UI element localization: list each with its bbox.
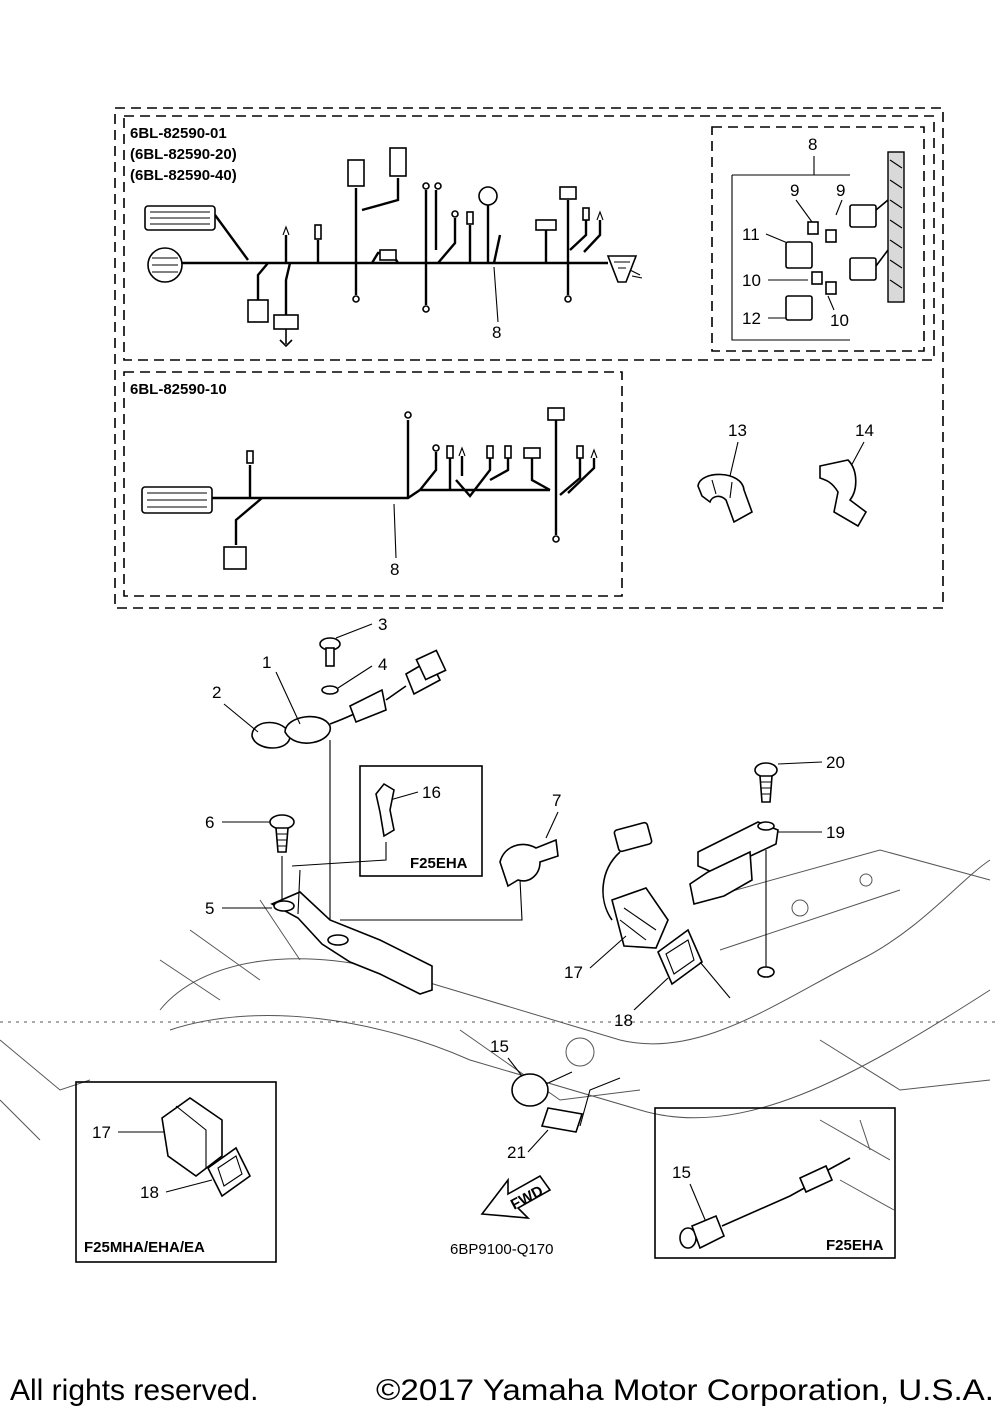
diagram-code: 6BP9100-Q170 bbox=[450, 1241, 553, 1258]
washer-4 bbox=[321, 685, 339, 695]
inset-f25eha-clip: 16 F25EHA bbox=[359, 765, 483, 877]
part-number-6bl-82590-01: 6BL-82590-01 bbox=[130, 125, 227, 142]
callout-15-main: 15 bbox=[490, 1037, 509, 1056]
connector-17 bbox=[602, 821, 669, 949]
callout-9-b: 9 bbox=[836, 181, 845, 200]
svg-text:13: 13 bbox=[728, 421, 747, 440]
inset-f25eha-switch: 15 F25EHA bbox=[654, 1107, 896, 1259]
bolt-20 bbox=[754, 762, 778, 803]
model-label-f25mha-eha-ea: F25MHA/EHA/EA bbox=[84, 1239, 205, 1256]
bracket-19 bbox=[689, 821, 779, 978]
inset-connector-detail: 8 9 9 11 10 12 10 bbox=[711, 126, 925, 352]
callout-20: 20 bbox=[826, 753, 845, 772]
clamp-13: 13 bbox=[697, 421, 753, 524]
part-number-6bl-82590-10: 6BL-82590-10 bbox=[130, 381, 227, 398]
grommet-18 bbox=[657, 928, 731, 999]
bracket-5 bbox=[270, 842, 433, 995]
callout-2: 2 bbox=[212, 683, 221, 702]
callout-19: 19 bbox=[826, 823, 845, 842]
footer-rights: All rights reserved. bbox=[10, 1374, 258, 1407]
callout-5: 5 bbox=[205, 899, 214, 918]
svg-text:14: 14 bbox=[855, 421, 874, 440]
fwd-arrow: FWD bbox=[480, 1174, 552, 1219]
clamp-14: 14 bbox=[819, 421, 874, 528]
callout-8-box-b: 8 bbox=[390, 560, 399, 579]
footer-copyright: ©2017 Yamaha Motor Corporation, U.S.A. bbox=[376, 1374, 994, 1407]
callout-10-b: 10 bbox=[830, 311, 849, 330]
callout-18-main: 18 bbox=[614, 1011, 633, 1030]
callout-8-box-a: 8 bbox=[492, 323, 501, 342]
bolt-6 bbox=[269, 814, 295, 853]
callout-8-inset: 8 bbox=[808, 135, 817, 154]
callout-12: 12 bbox=[742, 309, 761, 328]
callout-15-inset: 15 bbox=[672, 1163, 691, 1182]
harness-group-outer bbox=[114, 107, 944, 609]
callout-21: 21 bbox=[507, 1143, 526, 1162]
callout-17-main: 17 bbox=[564, 963, 583, 982]
model-label-f25eha-switch: F25EHA bbox=[826, 1237, 884, 1254]
callout-3: 3 bbox=[378, 615, 387, 634]
inset-f25mha-eha-ea: 17 18 F25MHA/EHA/EA bbox=[75, 1081, 277, 1263]
wire-harness-b bbox=[141, 407, 598, 570]
callout-17-inset: 17 bbox=[92, 1123, 111, 1142]
part-number-6bl-82590-40: (6BL-82590-40) bbox=[130, 167, 237, 184]
lower-assembly: 1 2 3 4 6 5 bbox=[0, 615, 1000, 1263]
callout-4: 4 bbox=[378, 655, 387, 674]
model-label-f25eha-clip: F25EHA bbox=[410, 855, 468, 872]
screw-3 bbox=[319, 637, 341, 667]
harness-box-b: 6BL-82590-10 bbox=[123, 371, 623, 597]
label-21 bbox=[540, 1077, 621, 1133]
grommet-wire-assembly bbox=[251, 649, 447, 749]
harness-box-a: 6BL-82590-01 (6BL-82590-20) (6BL-82590-4… bbox=[123, 115, 935, 361]
callout-11: 11 bbox=[742, 225, 760, 244]
callout-10-a: 10 bbox=[742, 271, 761, 290]
cowling-outline bbox=[0, 849, 1000, 1141]
callout-18-inset: 18 bbox=[140, 1183, 159, 1202]
plug-15 bbox=[511, 1071, 573, 1107]
callout-9-a: 9 bbox=[790, 181, 799, 200]
part-number-6bl-82590-20: (6BL-82590-20) bbox=[130, 146, 237, 163]
wire-harness-a bbox=[144, 147, 643, 348]
callout-1: 1 bbox=[262, 653, 271, 672]
callout-7: 7 bbox=[552, 791, 561, 810]
callout-6: 6 bbox=[205, 813, 214, 832]
callout-16: 16 bbox=[422, 783, 441, 802]
switch-15 bbox=[679, 1157, 851, 1250]
clamp-7 bbox=[340, 838, 559, 921]
